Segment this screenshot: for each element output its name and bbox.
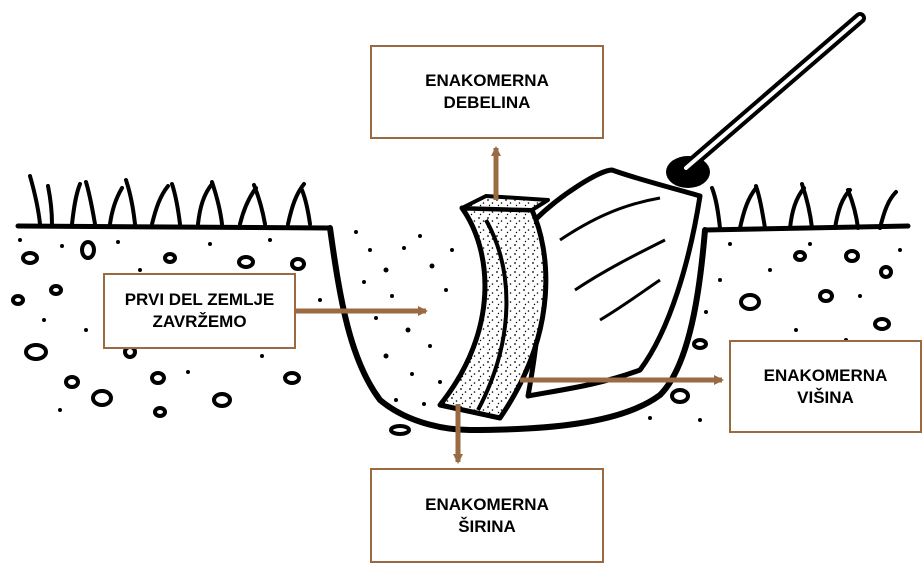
label-line: ŠIRINA (458, 516, 516, 538)
label-enakomerna-debelina: ENAKOMERNA DEBELINA (370, 45, 604, 139)
label-line: ENAKOMERNA (425, 494, 549, 516)
label-line: VIŠINA (797, 387, 854, 409)
ground-surface (18, 226, 908, 230)
label-line: DEBELINA (444, 92, 531, 114)
label-prvi-del-zemlje: PRVI DEL ZEMLJE ZAVRŽEMO (103, 273, 296, 349)
label-line: PRVI DEL ZEMLJE (125, 289, 275, 311)
grass-icon (30, 176, 896, 228)
label-line: ENAKOMERNA (425, 70, 549, 92)
label-enakomerna-sirina: ENAKOMERNA ŠIRINA (370, 468, 604, 563)
label-line: ZAVRŽEMO (152, 311, 246, 333)
label-enakomerna-visina: ENAKOMERNA VIŠINA (729, 340, 922, 433)
label-line: ENAKOMERNA (764, 365, 888, 387)
